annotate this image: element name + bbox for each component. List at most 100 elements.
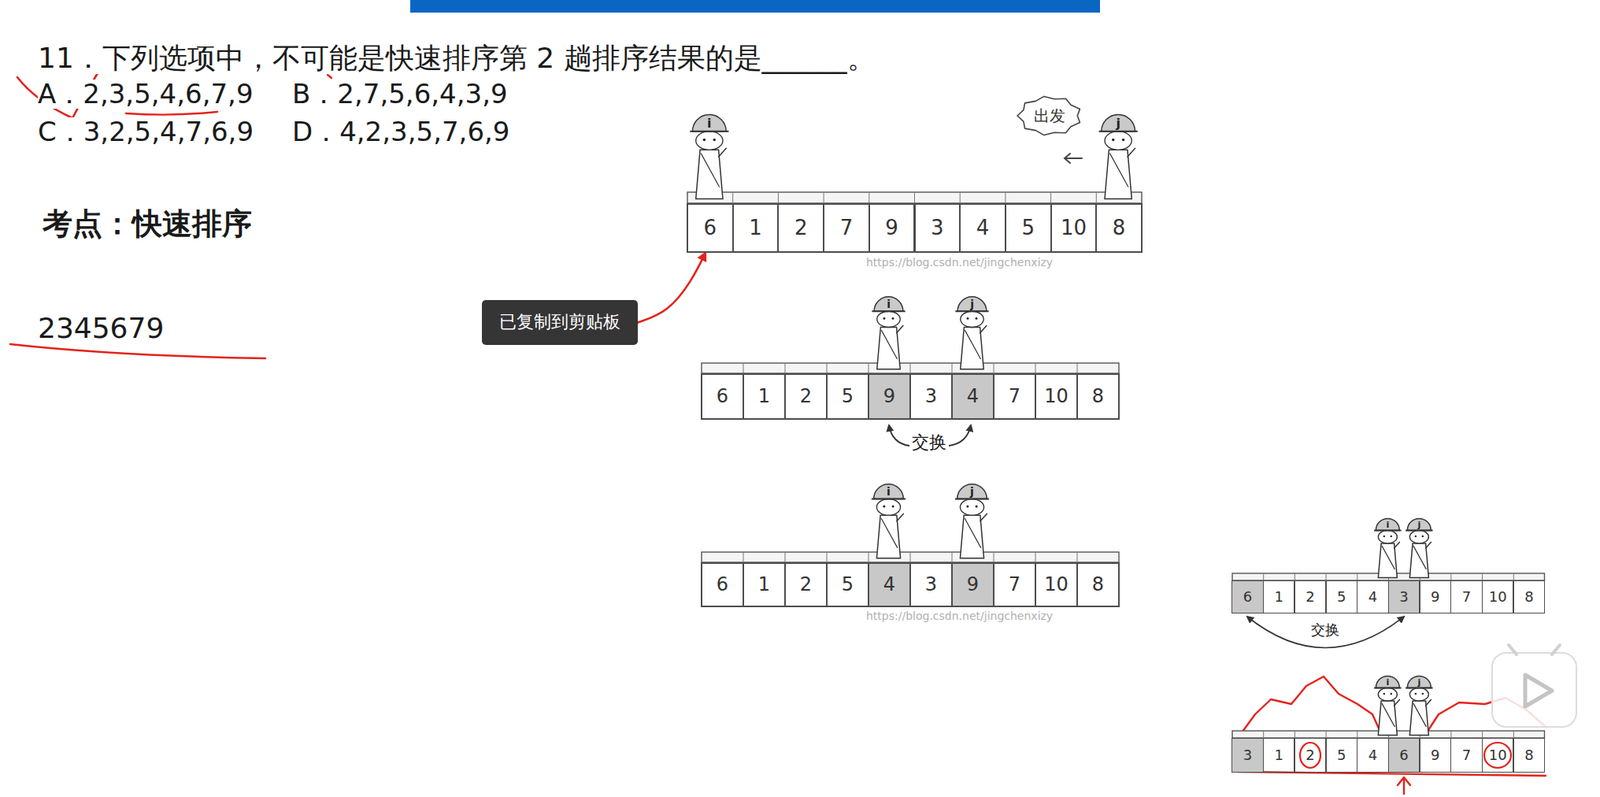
array-cell: 5 bbox=[1004, 203, 1052, 253]
array-top-divider bbox=[868, 192, 870, 204]
cell-value: 9 bbox=[966, 574, 979, 595]
swap-label: 交换 bbox=[911, 433, 947, 452]
array-top-divider bbox=[959, 192, 961, 204]
figure-eye bbox=[1383, 535, 1386, 538]
figure-face bbox=[696, 131, 723, 151]
cell-value: 10 bbox=[1488, 588, 1508, 605]
array-cell: 1 bbox=[1262, 737, 1296, 773]
figure-body bbox=[1104, 149, 1132, 199]
array-top-divider bbox=[1035, 362, 1037, 374]
figure-eye bbox=[1111, 138, 1115, 141]
helmet-brim bbox=[1374, 529, 1402, 531]
helmet-brim bbox=[955, 310, 989, 312]
figure-helmet bbox=[1407, 675, 1431, 688]
helmet-brim bbox=[871, 310, 905, 312]
figure-helmet bbox=[1407, 518, 1431, 530]
array-top-divider bbox=[951, 362, 953, 374]
figure-sash bbox=[700, 153, 720, 188]
cell-value: 10 bbox=[1488, 747, 1508, 763]
cell-value: 9 bbox=[885, 216, 899, 240]
figure-eye bbox=[713, 138, 716, 141]
cell-value: 5 bbox=[1337, 747, 1346, 763]
array-top-divider bbox=[785, 362, 786, 374]
cell-value: 10 bbox=[1044, 385, 1069, 407]
array-top-divider bbox=[785, 551, 786, 563]
array-top-divider bbox=[1356, 730, 1358, 738]
array-top-divider bbox=[1077, 362, 1078, 374]
array-top-divider bbox=[1356, 573, 1358, 581]
array-cell: 8 bbox=[1512, 737, 1545, 773]
array-top-divider bbox=[1035, 551, 1037, 563]
figure-helmet bbox=[874, 484, 904, 500]
array-top-divider bbox=[823, 192, 825, 204]
red-dot bbox=[327, 74, 332, 78]
figure-eye bbox=[1390, 692, 1393, 695]
array-cell: 9 bbox=[1418, 737, 1452, 773]
pointer-figure bbox=[871, 484, 906, 559]
figure-arm bbox=[896, 325, 904, 334]
array-cell: 5 bbox=[1325, 737, 1358, 773]
array-cell: 9 bbox=[1418, 580, 1452, 614]
cell-value: 5 bbox=[841, 574, 854, 595]
bubble-shape bbox=[1017, 96, 1081, 135]
array-cell: 7 bbox=[822, 203, 871, 253]
pointer-letter: i bbox=[707, 116, 712, 131]
array-top-divider bbox=[1513, 730, 1515, 738]
pointer-letter: j bbox=[1115, 116, 1121, 131]
array-top-divider bbox=[777, 192, 779, 204]
array-top-divider bbox=[1050, 192, 1052, 204]
array-top-divider bbox=[910, 551, 912, 563]
array-top-faces bbox=[687, 192, 1545, 738]
cell-value: 6 bbox=[716, 574, 729, 595]
figure-arm bbox=[1394, 699, 1400, 706]
pointer-letter: i bbox=[1385, 519, 1389, 530]
array-cell: 4 bbox=[867, 562, 912, 608]
figure-eye bbox=[975, 317, 978, 320]
array-cell: 8 bbox=[1076, 562, 1120, 608]
pointer-letter: j bbox=[970, 485, 975, 499]
swap-arc bbox=[948, 425, 971, 446]
play-triangle bbox=[1525, 674, 1552, 707]
array-cell: 4 bbox=[1356, 737, 1389, 773]
figure-helmet bbox=[874, 296, 904, 312]
cell-value: 1 bbox=[758, 574, 771, 595]
array-top-divider bbox=[1450, 730, 1452, 738]
play-button-ears bbox=[1508, 644, 1560, 655]
cell-value: 5 bbox=[841, 385, 854, 407]
cell-value: 4 bbox=[883, 574, 896, 595]
figure-eye bbox=[966, 504, 969, 508]
array-cell: 5 bbox=[1325, 580, 1358, 614]
pointer-figures bbox=[689, 114, 1433, 735]
array-cell: 3 bbox=[1231, 737, 1264, 773]
array-cell: 6 bbox=[700, 562, 745, 608]
array-top-divider bbox=[1004, 192, 1006, 204]
figure-eye bbox=[1414, 692, 1417, 695]
array-cell: 4 bbox=[951, 373, 995, 420]
figure-arm bbox=[980, 325, 987, 334]
red-underline bbox=[125, 111, 218, 115]
figure-sash bbox=[1381, 703, 1396, 727]
array-cell: 5 bbox=[825, 373, 870, 420]
array-cell: 6 bbox=[1231, 580, 1264, 614]
figure-eye bbox=[1390, 535, 1393, 538]
pointer-figure bbox=[871, 296, 905, 370]
figure-body bbox=[696, 149, 723, 199]
array-cell: 3 bbox=[909, 373, 953, 420]
pointer-figure bbox=[955, 484, 989, 559]
array-top-divider bbox=[1450, 573, 1452, 581]
pointer-letter: i bbox=[886, 485, 891, 499]
figure-helmet bbox=[957, 484, 988, 500]
array-cell: 8 bbox=[1095, 203, 1143, 253]
array-cell: 2 bbox=[784, 373, 828, 420]
pointer-letter: j bbox=[1417, 519, 1421, 530]
array-top-divider bbox=[1481, 730, 1483, 738]
array-cell: 6 bbox=[700, 373, 745, 420]
cell-value: 5 bbox=[1021, 216, 1035, 240]
pointer-figure bbox=[1374, 675, 1402, 735]
cell-value: 9 bbox=[1430, 747, 1440, 763]
option-text: C．3,2,5,4,7,6,9 bbox=[37, 117, 254, 147]
topic-heading: 考点：快速排序 bbox=[42, 207, 252, 241]
array-top-divider bbox=[951, 551, 953, 563]
cell-value: 7 bbox=[1462, 588, 1471, 605]
